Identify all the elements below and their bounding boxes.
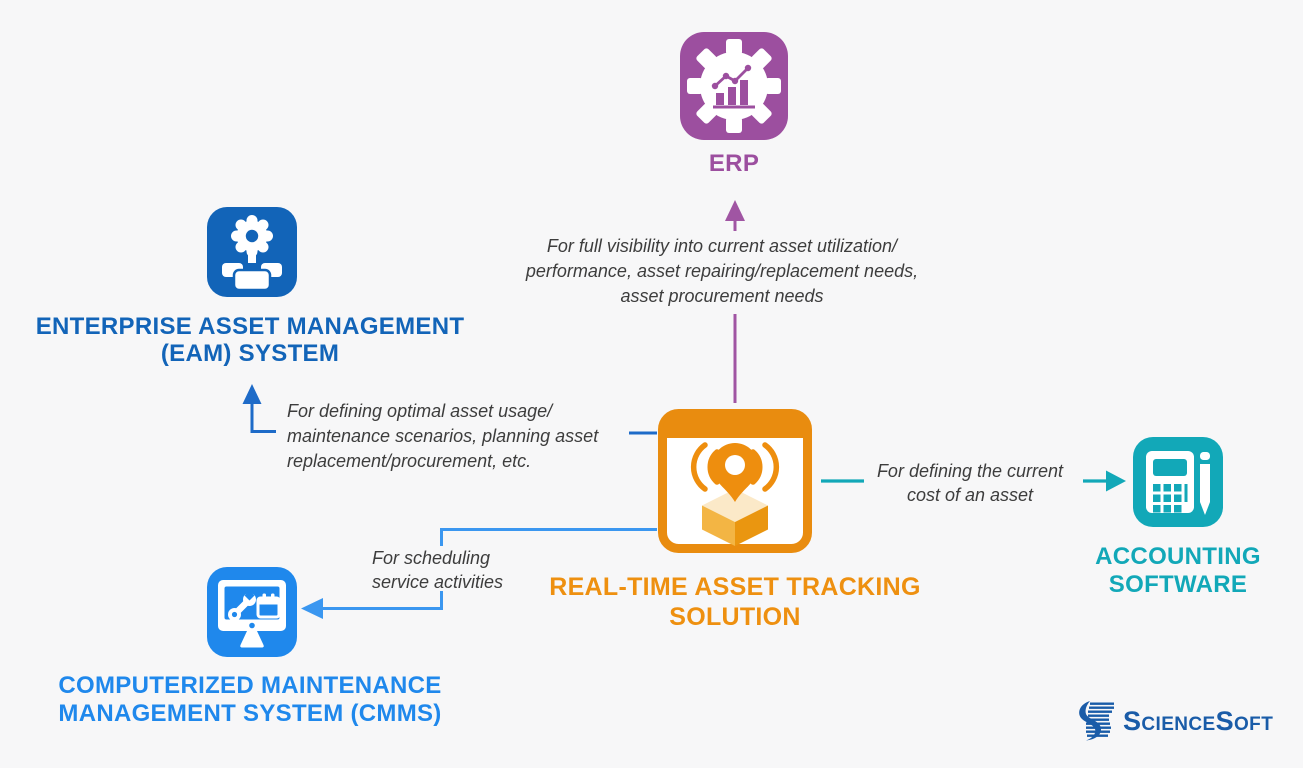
arrowhead-up-eam — [242, 384, 262, 404]
arrowhead-left-cmms — [301, 598, 323, 619]
erp-label-text: ERP — [708, 150, 760, 177]
note-to-eam: For defining optimal asset usage/ mainte… — [287, 399, 647, 474]
calendar-glyph — [256, 593, 281, 619]
eam-label-line2: (EAM) SYSTEM — [160, 340, 340, 367]
accounting-label: ACCOUNTING SOFTWARE — [1058, 543, 1298, 599]
eam-label-line1: ENTERPRISE ASSET MANAGEMENT — [35, 313, 465, 340]
tracking-label-line1: REAL-TIME ASSET TRACKING — [549, 573, 921, 601]
tracking-node: REAL-TIME ASSET TRACKING SOLUTION — [549, 409, 920, 631]
eam-elbow-line — [250, 403, 276, 433]
arrowhead-up-erp — [725, 200, 745, 221]
asset-tracking-window-icon — [658, 409, 812, 553]
arrowhead-right-accounting — [1106, 470, 1126, 492]
note-to-eam-line3: replacement/procurement, etc. — [287, 451, 532, 471]
note-to-cmms: For scheduling service activities — [372, 546, 542, 594]
accounting-label-line1: ACCOUNTING — [1095, 543, 1261, 570]
note-to-accounting: For defining the current cost of an asse… — [855, 459, 1085, 507]
cmms-label-line2: MANAGEMENT SYSTEM (CMMS) — [58, 700, 442, 727]
erp-label: ERP — [634, 150, 834, 177]
note-to-cmms-line2: service activities — [372, 572, 504, 592]
note-to-erp: For full visibility into current asset u… — [482, 234, 962, 309]
cmms-label: COMPUTERIZED MAINTENANCE MANAGEMENT SYST… — [20, 672, 480, 728]
calculator-pencil-icon — [1133, 437, 1223, 527]
sciencesoft-logo: ScienceSoft — [1076, 701, 1273, 741]
note-to-erp-line3: asset procurement needs — [620, 286, 824, 306]
cube-left-face — [702, 505, 735, 546]
eam-node: ENTERPRISE ASSET MANAGEMENT (EAM) SYSTEM — [36, 207, 464, 367]
accounting-label-line2: SOFTWARE — [1108, 571, 1248, 598]
cube-right-face — [735, 505, 768, 546]
eam-label: ENTERPRISE ASSET MANAGEMENT (EAM) SYSTEM — [20, 313, 480, 367]
cmms-label-line1: COMPUTERIZED MAINTENANCE — [58, 672, 442, 699]
wrench-glyph — [228, 590, 256, 621]
monitor-maintenance-icon — [207, 567, 297, 657]
cmms-upper-elbow-line — [440, 528, 657, 546]
note-to-cmms-line1: For scheduling — [372, 548, 491, 568]
tracking-label: REAL-TIME ASSET TRACKING SOLUTION — [510, 572, 960, 632]
tracking-label-line2: SOLUTION — [669, 603, 801, 631]
pencil-glyph — [1200, 452, 1210, 515]
gear-analytics-icon — [680, 32, 788, 140]
note-to-erp-line2: performance, asset repairing/replacement… — [525, 261, 919, 281]
erp-node: ERP — [680, 32, 788, 177]
sciencesoft-logo-text: ScienceSoft — [1123, 705, 1274, 736]
gear-assets-icon — [207, 207, 297, 297]
note-to-eam-line1: For defining optimal asset usage/ — [287, 401, 553, 421]
cmms-node: COMPUTERIZED MAINTENANCE MANAGEMENT SYST… — [58, 567, 441, 727]
note-to-erp-line1: For full visibility into current asset u… — [546, 236, 898, 256]
note-to-accounting-line1: For defining the current — [876, 461, 1064, 481]
monitor-stand — [240, 631, 264, 648]
sciencesoft-logo-mark-icon — [1079, 701, 1114, 741]
note-to-accounting-line2: cost of an asset — [906, 485, 1034, 505]
accounting-node: ACCOUNTING SOFTWARE — [1095, 437, 1261, 598]
note-to-eam-line2: maintenance scenarios, planning asset — [287, 426, 599, 446]
signal-waves — [690, 442, 780, 492]
